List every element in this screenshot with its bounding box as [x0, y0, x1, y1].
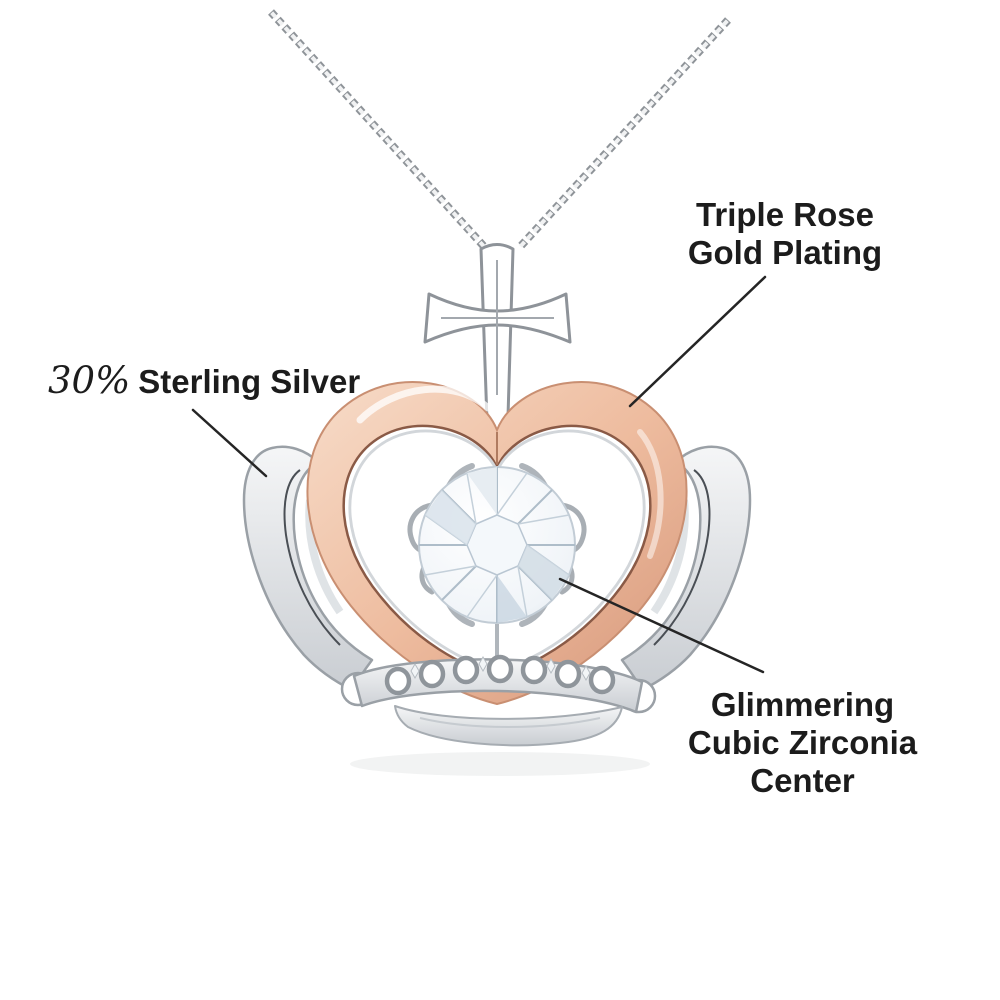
annotation-line: Triple Rose	[696, 196, 874, 233]
leader-line-cubic-zirconia	[558, 577, 765, 674]
leader-line-rose-gold	[628, 275, 767, 408]
cz-stone	[418, 466, 576, 624]
annotation-line: Glimmering	[710, 686, 895, 723]
annotation-line: Gold Plating	[687, 234, 883, 271]
leader-lines	[191, 275, 767, 674]
band-sparkles	[410, 655, 591, 682]
leader-line-sterling-silver	[191, 408, 268, 478]
annotation-percent: 30%	[48, 359, 131, 402]
crown-band	[340, 654, 657, 714]
annotation-label: Sterling Silver	[138, 363, 361, 400]
annotation-line: Cubic Zirconia	[687, 724, 918, 761]
necklace-chain	[268, 9, 731, 255]
annotation-cubic-zirconia: Glimmering Cubic Zirconia Center	[655, 686, 950, 800]
reflection-shadow	[350, 752, 650, 776]
annotation-line: Center	[750, 762, 855, 799]
annotation-rose-gold-plating: Triple Rose Gold Plating	[640, 196, 930, 272]
annotation-sterling-silver: 30%Sterling Silver	[48, 362, 360, 401]
crown-base	[394, 705, 623, 747]
